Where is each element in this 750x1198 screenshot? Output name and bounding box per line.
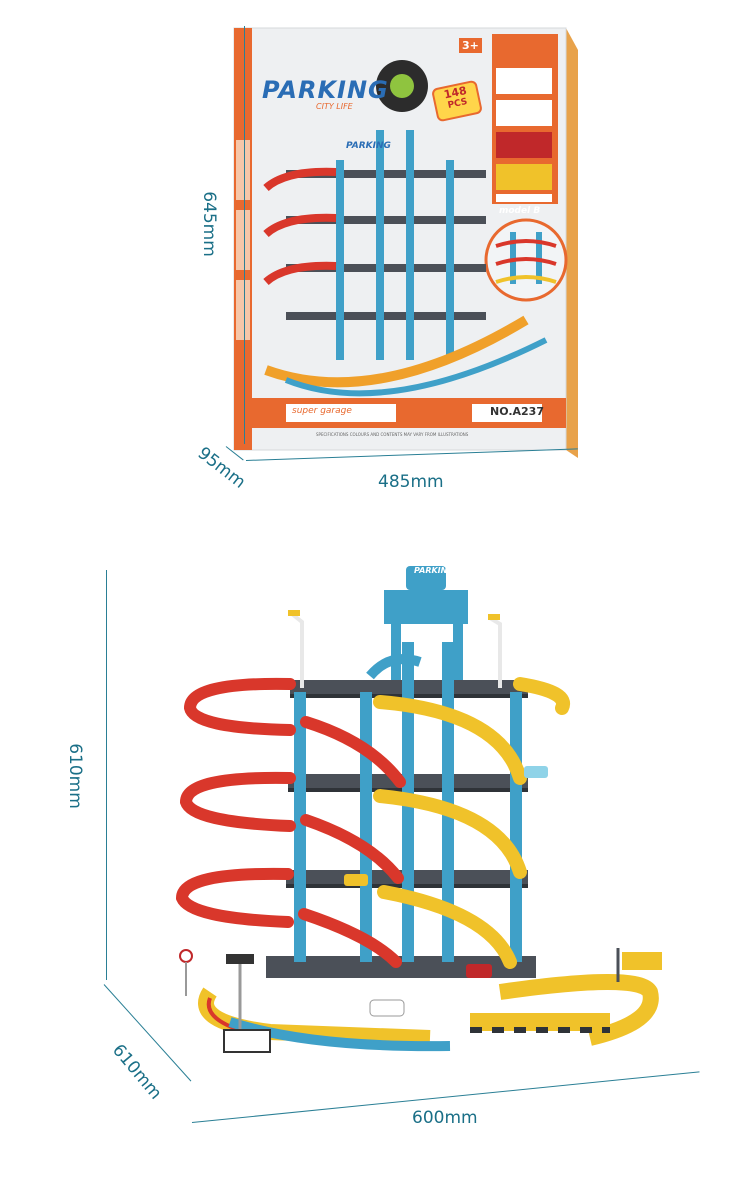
box-height-line — [244, 26, 245, 444]
toy-height-line — [106, 570, 107, 980]
toy-width-label: 600mm — [412, 1108, 478, 1128]
toy-depth-label: 610mm — [108, 1040, 166, 1104]
toy-top-sign-text: PARKING — [414, 566, 454, 575]
box-logo-text: PARKING — [262, 76, 389, 104]
model-label: model B — [499, 206, 541, 216]
box-logo-subtext: CITY LIFE — [316, 102, 353, 111]
product-name: super garage — [292, 406, 352, 416]
box-width-label: 485mm — [378, 472, 444, 492]
box-illustration — [233, 27, 578, 458]
toy-illustration — [175, 566, 662, 1053]
fine-print: SPECIFICATIONS COLOURS AND CONTENTS MAY … — [316, 432, 469, 437]
model-number: NO.A237 — [490, 405, 544, 418]
box-sign-text: PARKING — [346, 141, 391, 151]
age-badge: 3+ — [459, 38, 482, 53]
toy-height-label: 610mm — [64, 743, 85, 809]
box-height-label: 645mm — [198, 191, 219, 257]
